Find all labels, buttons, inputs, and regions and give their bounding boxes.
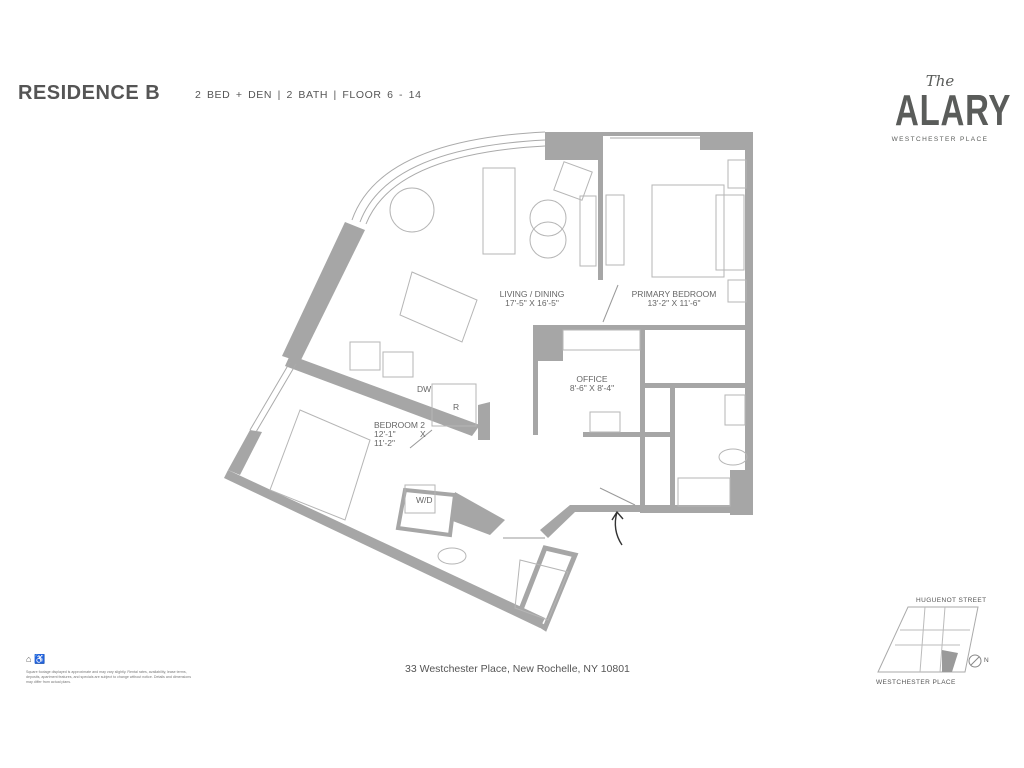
entry-arrow-icon: [611, 510, 624, 546]
fridge-label: R: [453, 402, 459, 412]
building-outline: [877, 606, 979, 673]
keymap-street-top: HUGUENOT STREET: [916, 597, 987, 604]
office-sink: [589, 411, 621, 433]
window: [249, 361, 291, 431]
desk: [399, 271, 478, 343]
disclaimer: Square footage displayed is approximate …: [26, 670, 192, 684]
wall: [450, 492, 505, 535]
key-map: HUGUENOT STREET WESTCHESTER PLACE N: [876, 597, 989, 686]
wall: [395, 487, 458, 538]
residence-specs: 2 BED + DEN | 2 BATH | FLOOR 6 - 14: [195, 89, 422, 101]
office-label: OFFICE: [576, 374, 607, 384]
logo-the: The: [925, 72, 955, 90]
wall: [533, 325, 538, 435]
keymap-street-bottom: WESTCHESTER PLACE: [876, 679, 956, 686]
toilet-2: [437, 547, 467, 565]
wall: [640, 330, 645, 510]
nightstand: [727, 279, 747, 303]
dishwasher-label: DW: [417, 384, 431, 394]
bed-2: [269, 409, 371, 521]
wall: [598, 136, 603, 280]
ottoman: [529, 199, 567, 237]
bedroom2-height: 11'-2": [374, 438, 395, 448]
wall: [640, 505, 750, 513]
bedroom2-label: BEDROOM 2: [374, 420, 425, 430]
toilet: [718, 448, 748, 466]
wall: [516, 545, 579, 632]
bed: [651, 184, 725, 278]
north-compass-icon: [968, 654, 982, 668]
sink: [382, 351, 414, 378]
wall: [282, 222, 365, 362]
wall: [285, 355, 480, 436]
primary-label: PRIMARY BEDROOM: [632, 289, 717, 299]
wall: [540, 505, 640, 538]
wall: [583, 432, 673, 437]
sofa: [482, 167, 516, 255]
fridge: [431, 383, 477, 427]
bathtub: [514, 559, 569, 621]
wd-label: W/D: [416, 495, 433, 505]
cooktop: [349, 341, 381, 371]
office-dims: 8'-6" X 8'-4": [570, 383, 614, 393]
logo-sub: WESTCHESTER PLACE: [891, 136, 989, 143]
nightstand: [727, 159, 747, 189]
shower: [677, 477, 731, 507]
living-label: LIVING / DINING: [500, 289, 565, 299]
bedroom2-width: 12'-1": [374, 429, 396, 439]
wall: [228, 430, 262, 475]
wall: [640, 383, 748, 388]
wall: [745, 132, 753, 515]
door: [409, 429, 433, 449]
door: [602, 284, 619, 323]
washer-dryer: [404, 484, 436, 514]
wall: [670, 383, 675, 513]
armchair: [553, 161, 593, 201]
dining-table: [389, 187, 435, 233]
brand-logo: The ALARY WESTCHESTER PLACE: [880, 72, 1011, 143]
wall: [224, 470, 545, 628]
wall: [602, 132, 700, 136]
wall: [730, 470, 753, 515]
north-label: N: [984, 657, 989, 664]
vanity: [724, 394, 746, 426]
curved-window: [351, 131, 546, 221]
dresser: [605, 194, 625, 266]
living-dims: 17'-5" X 16'-5": [505, 298, 559, 308]
accessibility-logos: ⌂ ♿: [26, 654, 45, 665]
console: [579, 195, 597, 267]
entry-door: [599, 487, 636, 506]
unit-highlight: [942, 650, 958, 672]
address: 33 Westchester Place, New Rochelle, NY 1…: [405, 663, 630, 675]
wall: [533, 325, 748, 330]
wall: [478, 402, 490, 440]
residence-title: RESIDENCE B: [18, 82, 161, 104]
primary-dims: 13'-2" X 11'-6": [647, 298, 700, 308]
wall: [700, 132, 753, 150]
equal-housing-icon: ⌂: [26, 654, 32, 664]
wall: [545, 132, 602, 160]
accessibility-icon: ♿: [33, 654, 46, 664]
office-desk: [562, 329, 641, 351]
bedroom2-x: X: [420, 429, 426, 439]
